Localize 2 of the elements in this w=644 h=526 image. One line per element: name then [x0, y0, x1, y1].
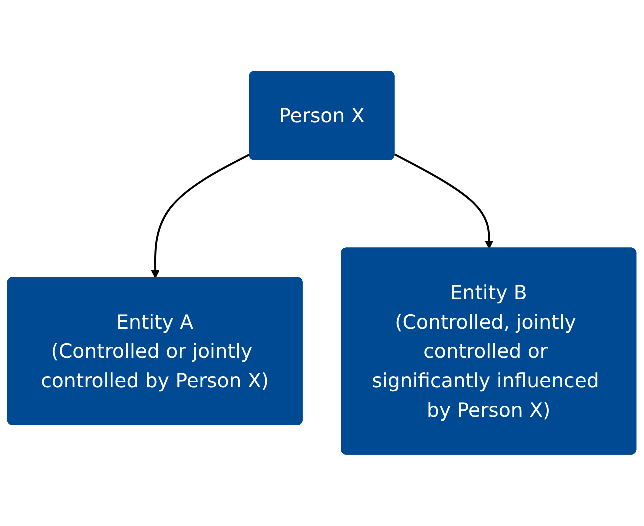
arrow [151, 154, 251, 279]
arrow [394, 154, 494, 250]
